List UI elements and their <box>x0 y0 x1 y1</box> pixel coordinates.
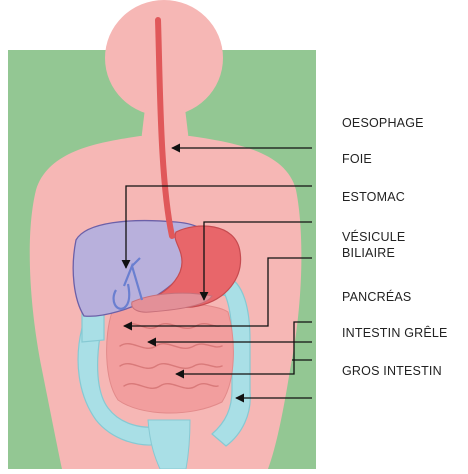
label-foie: FOIE <box>342 152 372 167</box>
label-gros-intestin: GROS INTESTIN <box>342 364 442 379</box>
label-vesicule-line2: BILIAIRE <box>342 246 395 261</box>
small-intestine <box>107 303 234 413</box>
label-intestin-grele: INTESTIN GRÊLE <box>342 326 448 341</box>
label-pancreas: PANCRÉAS <box>342 290 411 305</box>
label-vesicule-line1: VÉSICULE <box>342 230 405 245</box>
label-estomac: ESTOMAC <box>342 190 405 205</box>
label-oesophage: OESOPHAGE <box>342 116 424 131</box>
